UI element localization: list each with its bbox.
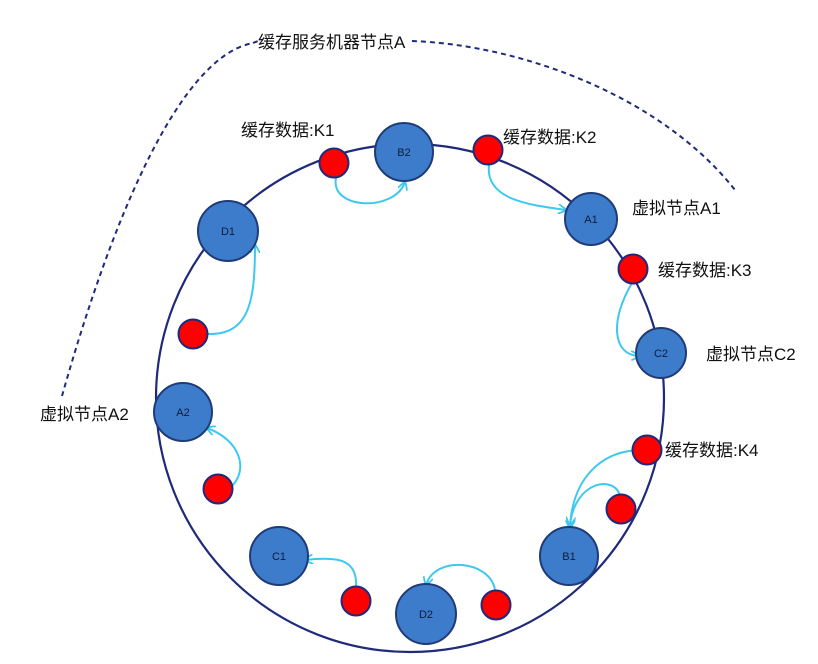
virtual-node-b2: B2: [374, 122, 434, 182]
data-point-k4: [631, 434, 663, 466]
node-label-b1: B1: [562, 551, 575, 563]
data-points: [177, 134, 663, 621]
arrow-d2-side-data-to-d2: [426, 563, 496, 591]
data-point-k1: [318, 147, 350, 179]
data-point: [605, 493, 637, 525]
data-point: [202, 473, 234, 505]
label-virtual-a1: 虚拟节点A1: [632, 199, 721, 218]
arrow-k2-to-a1: [487, 164, 566, 210]
node-label-d2: D2: [419, 609, 433, 621]
arrow-d1-side-data-to-d1: [207, 245, 255, 336]
machine-link-dashed-line: [61, 40, 736, 397]
arrow-a2-side-data-to-a2: [207, 428, 242, 489]
label-virtual-c2: 虚拟节点C2: [706, 345, 796, 364]
label-data-k2: 缓存数据:K2: [503, 128, 597, 147]
arrow-k4b-to-b1: [570, 483, 621, 525]
data-point: [340, 585, 372, 617]
node-label-a1: A1: [584, 214, 597, 226]
arrow-k1-to-b2: [334, 177, 405, 205]
virtual-nodes: B2 A1 C2 B1 D2 C1 A2 D1: [153, 122, 687, 645]
virtual-node-b1: B1: [539, 526, 599, 586]
virtual-node-c1: C1: [249, 526, 309, 586]
virtual-node-c2: C2: [635, 327, 687, 379]
virtual-node-d2: D2: [395, 583, 457, 645]
label-machine-a: 缓存服务机器节点A: [258, 33, 406, 52]
node-label-c1: C1: [272, 551, 286, 563]
arrow-k3-to-c2: [615, 282, 639, 356]
virtual-node-a1: A1: [564, 192, 618, 246]
virtual-node-d1: D1: [197, 200, 259, 262]
data-point-k2: [472, 134, 504, 166]
mapping-arrows: [207, 164, 643, 591]
node-label-a2: A2: [176, 407, 189, 419]
node-label-c2: C2: [654, 348, 668, 360]
label-data-k3: 缓存数据:K3: [658, 261, 752, 280]
node-label-b2: B2: [397, 147, 410, 159]
arrow-c1-side-data-to-c1: [305, 559, 358, 589]
label-data-k1: 缓存数据:K1: [241, 121, 335, 140]
data-point: [480, 589, 512, 621]
label-virtual-a2: 虚拟节点A2: [40, 405, 129, 424]
label-data-k4: 缓存数据:K4: [665, 441, 759, 460]
data-point: [177, 318, 209, 350]
node-label-d1: D1: [221, 226, 235, 238]
virtual-node-a2: A2: [153, 382, 213, 442]
data-point-k3: [617, 253, 649, 285]
